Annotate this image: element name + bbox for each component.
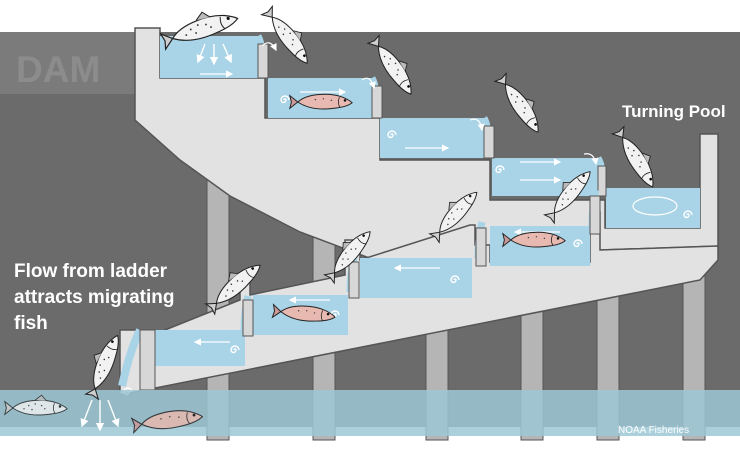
flow-label-line1: Flow from ladder xyxy=(14,261,168,282)
credit-label: NOAA Fisheries xyxy=(618,425,689,436)
upper-pools xyxy=(160,34,700,228)
turning-pool-label: Turning Pool xyxy=(622,102,726,121)
flow-label-line3: fish xyxy=(14,313,48,334)
flow-arrow-icon xyxy=(261,42,277,52)
top-pool-down-arrows xyxy=(196,43,232,66)
pool-upper-1 xyxy=(160,36,258,78)
flow-arrow-icon xyxy=(583,153,599,166)
river-water xyxy=(0,390,740,436)
dam-label: DAM xyxy=(16,49,100,90)
turning-pool-water xyxy=(606,188,700,228)
flow-arrow-icon xyxy=(469,118,485,132)
dam-wall xyxy=(0,32,145,94)
pool-lower-1 xyxy=(155,330,245,366)
flow-arrows xyxy=(193,42,678,346)
upper-flight-concrete xyxy=(134,27,719,279)
turning-pool-circulation-icon xyxy=(632,196,678,216)
flow-label-line2: attracts migrating xyxy=(14,287,174,308)
pool-lower-3 xyxy=(360,258,472,298)
flow-arrow-icon xyxy=(361,77,376,90)
river-down-arrows xyxy=(80,399,120,432)
pool-upper-3 xyxy=(380,118,484,158)
